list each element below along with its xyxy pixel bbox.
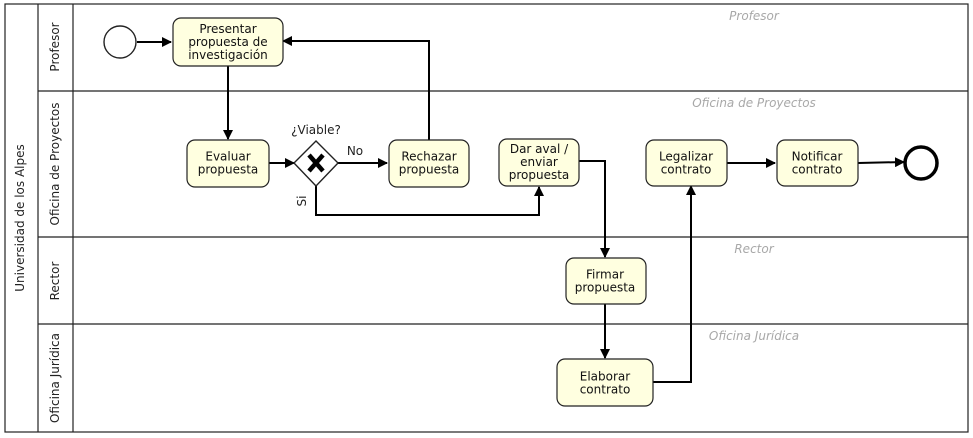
- flow-gateway-to-dar-aval: [315, 186, 544, 216]
- lane-label-oficina-proyectos: Oficina de Proyectos: [48, 103, 62, 226]
- task-label-line: contrato: [661, 163, 712, 177]
- lane-watermark-oficina-juridica: Oficina Jurídica: [709, 329, 799, 343]
- flow-dar-aval-to-firmar: [579, 160, 610, 258]
- task-label-line: Presentar: [199, 22, 256, 36]
- flow-notificar-to-end: [857, 157, 905, 168]
- gateway-no-label: No: [347, 144, 363, 158]
- pool: Universidad de los Alpes: [4, 3, 969, 433]
- gateway-yes-label: Si: [295, 196, 309, 207]
- task-label-line: Evaluar: [205, 150, 250, 164]
- task-label-line: Firmar: [586, 268, 624, 282]
- task-label-line: Dar aval /: [510, 142, 569, 156]
- task-label-line: propuesta: [198, 163, 259, 177]
- pool-label: Universidad de los Alpes: [13, 144, 27, 291]
- exclusive-gateway: [293, 140, 339, 188]
- task-label-line: contrato: [580, 383, 631, 397]
- gateway-question: ¿Viable?: [291, 123, 341, 137]
- flow-elaborar-to-legalizar: [653, 185, 696, 383]
- task-label-line: Rechazar: [401, 150, 456, 164]
- lane-watermark-oficina-proyectos: Oficina de Proyectos: [692, 96, 816, 110]
- sequence-flows: [137, 36, 905, 383]
- lane-label-rector: Rector: [48, 262, 62, 301]
- task-label-line: propuesta de: [188, 35, 267, 49]
- task-label-line: Elaborar: [580, 370, 631, 384]
- task-label-line: propuesta: [399, 163, 460, 177]
- task-label-line: Legalizar: [659, 150, 713, 164]
- end-event: [903, 145, 939, 181]
- task-label-line: Notificar: [792, 150, 843, 164]
- task-label-line: propuesta: [509, 168, 570, 182]
- lane-label-oficina-juridica: Oficina Jurídica: [48, 333, 62, 423]
- lane-watermark-profesor: Profesor: [729, 9, 780, 23]
- lane-label-profesor: Profesor: [48, 22, 62, 71]
- task-label-line: investigación: [188, 48, 268, 62]
- flow-rechazar-to-presentar: [282, 36, 430, 140]
- lane-separators: [38, 90, 968, 325]
- task-label-line: propuesta: [575, 281, 636, 295]
- task-label-line: enviar: [520, 155, 558, 169]
- task-label-line: contrato: [792, 163, 843, 177]
- start-event: [103, 25, 137, 59]
- lane-watermark-rector: Rector: [734, 242, 774, 256]
